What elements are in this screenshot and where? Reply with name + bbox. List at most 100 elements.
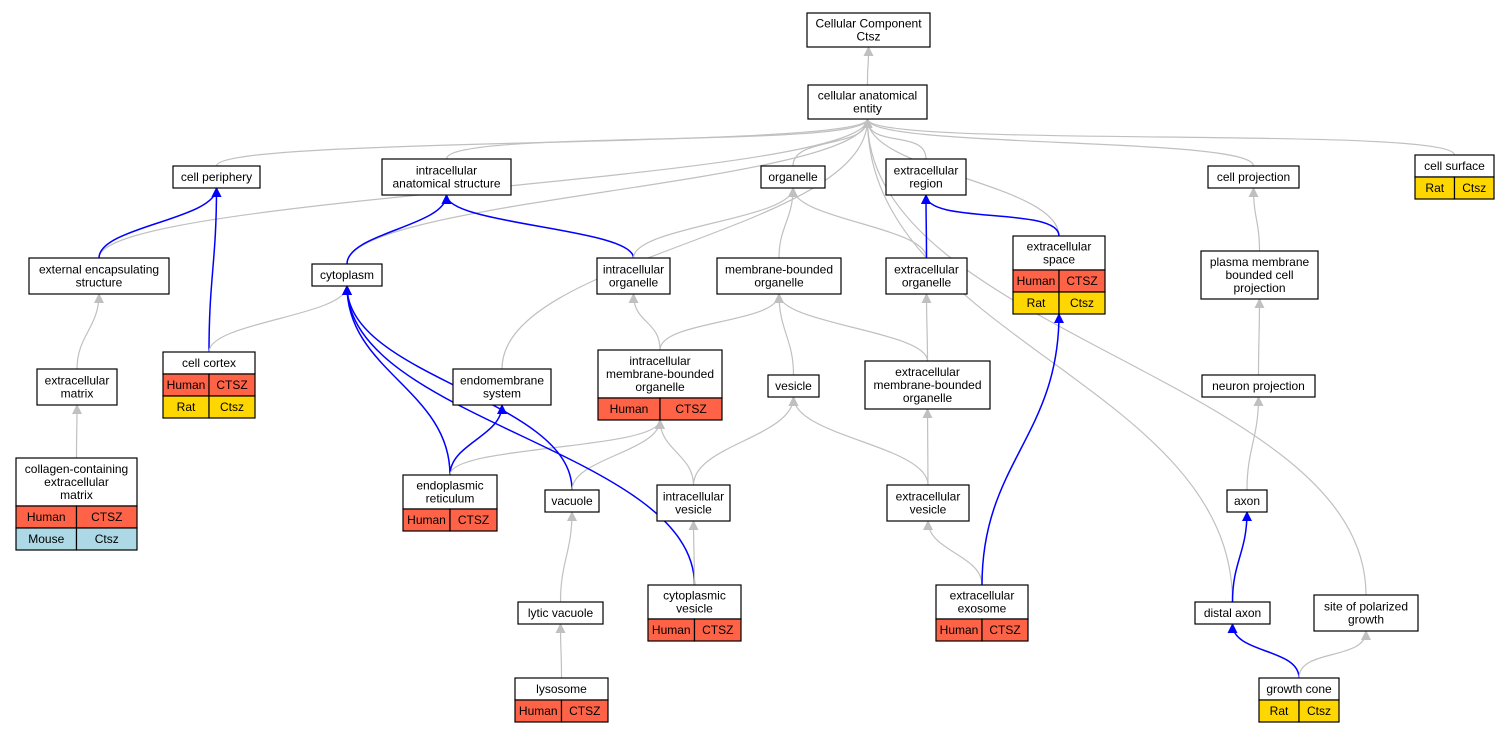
node-box <box>1313 594 1419 632</box>
node-label-line: extracellular <box>1027 240 1092 254</box>
node-label-line: external encapsulating <box>39 263 159 277</box>
node-label-line: region <box>909 177 942 191</box>
edge-ecm-to-ext-encap <box>76 293 104 370</box>
edge-ec-mb-organelle-to-ec-organelle <box>921 293 932 362</box>
edge-cell-projection-to-cae <box>862 118 1255 167</box>
gene-cell <box>560 699 609 723</box>
edge-polarized-growth-to-cae <box>862 118 1367 596</box>
gene-label: CTSZ <box>91 510 122 524</box>
node-box <box>1194 601 1271 625</box>
node-neuron-projection[interactable]: neuron projection <box>1201 374 1316 398</box>
node-ic-mb-organelle[interactable]: intracellularmembrane-boundedorganelleHu… <box>597 349 723 421</box>
gene-label: CTSZ <box>569 704 600 718</box>
node-box <box>596 257 671 295</box>
node-label-line: bounded cell <box>1225 268 1293 282</box>
edge-ic-vesicle-to-ic-mb-organelle <box>655 419 695 486</box>
node-label-line: Cellular Component <box>815 17 922 31</box>
edges-layer <box>71 46 1456 679</box>
node-label-line: space <box>1043 253 1075 267</box>
gene-label: Ctsz <box>1070 296 1094 310</box>
species-label: Human <box>519 704 558 718</box>
species-label: Rat <box>1270 704 1289 718</box>
node-box <box>716 257 842 295</box>
node-organelle[interactable]: organelle <box>760 165 826 189</box>
node-vacuole[interactable]: vacuole <box>544 489 600 513</box>
edge-ic-vesicle-to-vesicle <box>692 396 799 486</box>
node-label-line: vesicle <box>910 503 947 517</box>
node-box <box>806 12 931 48</box>
edge-growth-cone-to-polarized-growth <box>1298 630 1371 679</box>
node-label-line: axon <box>1234 494 1260 508</box>
node-box <box>767 374 820 398</box>
edge-cyto-vesicle-to-ic-vesicle <box>688 520 699 586</box>
node-lytic-vacuole[interactable]: lytic vacuole <box>517 601 604 625</box>
node-box <box>1012 235 1106 271</box>
node-collagen-ecm[interactable]: collagen-containingextracellularmatrixHu… <box>15 457 138 551</box>
species-label: Human <box>1017 274 1056 288</box>
node-label-line: vesicle <box>775 379 812 393</box>
node-label-line: organelle <box>903 391 953 405</box>
species-label: Rat <box>1027 296 1046 310</box>
node-label-line: extracellular <box>894 263 959 277</box>
gene-label: Ctsz <box>95 532 119 546</box>
node-label-line: organelle <box>609 276 659 290</box>
node-label-line: matrix <box>60 488 93 502</box>
edge-er-to-endomembrane <box>449 404 507 476</box>
edge-ec-mb-organelle-to-mb-organelle <box>774 293 929 362</box>
edge-vacuole-to-ic-mb-organelle <box>571 419 665 491</box>
node-axon[interactable]: axon <box>1226 489 1268 513</box>
node-label-line: intracellular <box>629 354 690 368</box>
species-label: Human <box>407 513 446 527</box>
node-box <box>807 84 928 120</box>
edge-lysosome-to-lytic-vacuole <box>555 623 566 679</box>
node-cell-periphery[interactable]: cell periphery <box>172 165 261 189</box>
node-label-line: vacuole <box>551 494 593 508</box>
gene-label: CTSZ <box>675 402 706 416</box>
edge-ec-organelle-to-organelle <box>788 187 928 259</box>
species-label: Mouse <box>28 532 64 546</box>
gene-label: Ctsz <box>1462 181 1486 195</box>
node-vesicle[interactable]: vesicle <box>767 374 820 398</box>
gene-cell <box>1058 291 1106 315</box>
node-cell-projection[interactable]: cell projection <box>1207 165 1300 189</box>
species-label: Human <box>940 623 979 637</box>
node-label-line: intracellular <box>663 490 724 504</box>
node-label-line: Ctsz <box>857 30 881 44</box>
node-label-line: cell surface <box>1424 159 1485 173</box>
node-label-line: extracellular <box>44 475 109 489</box>
node-distal-axon[interactable]: distal axon <box>1194 601 1271 625</box>
species-label: Rat <box>1425 181 1444 195</box>
node-cytoplasm[interactable]: cytoplasm <box>311 263 383 287</box>
gene-cell <box>1453 176 1495 200</box>
node-label-line: anatomical structure <box>392 177 500 191</box>
edge-ias-to-cae <box>445 118 873 160</box>
node-label-line: extracellular <box>896 490 961 504</box>
species-label: Human <box>610 402 649 416</box>
edge-ec-exosome-to-ec-vesicle <box>923 520 983 586</box>
gene-label: CTSZ <box>1066 274 1097 288</box>
node-label-line: site of polarized <box>1324 600 1408 614</box>
